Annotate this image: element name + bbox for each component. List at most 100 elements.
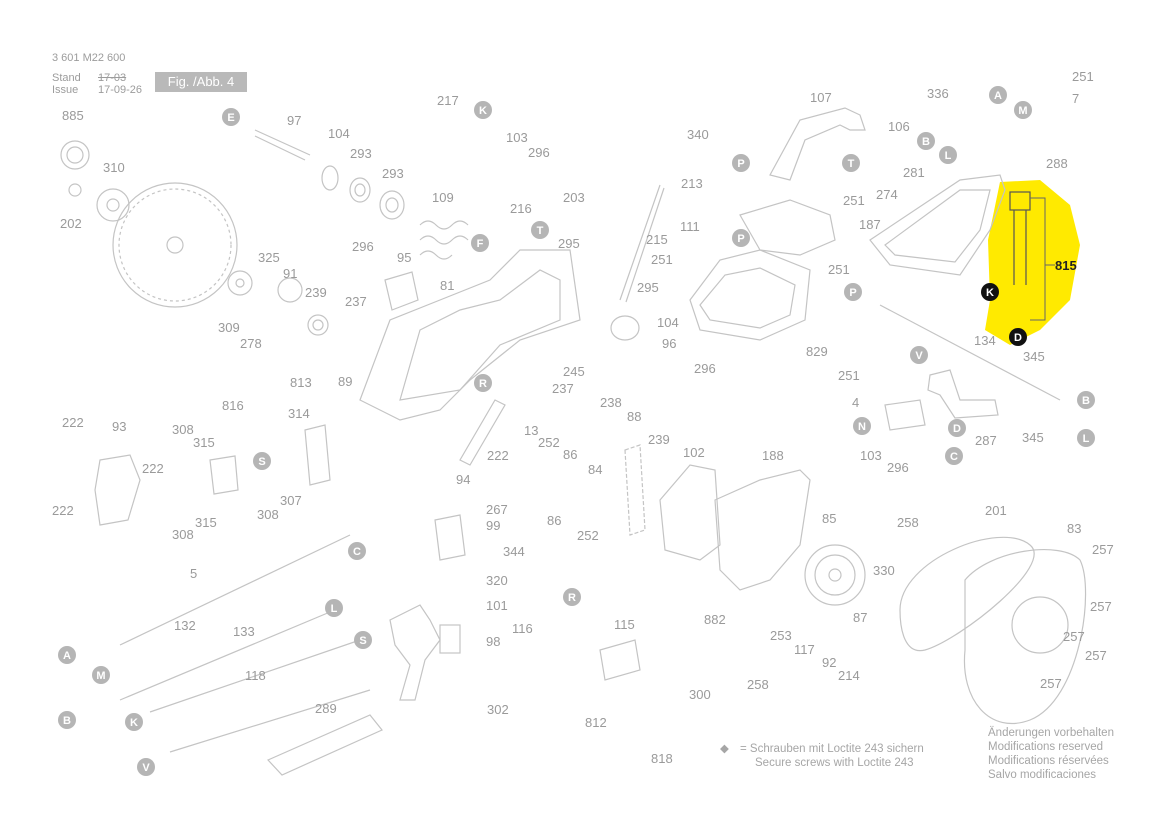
letter-circle: [844, 283, 862, 301]
part-number-label: 252: [538, 435, 560, 450]
part-number-label: 295: [558, 236, 580, 251]
letter-circle: [1077, 429, 1095, 447]
letter-circle: [1077, 391, 1095, 409]
part-number-label: 86: [547, 513, 561, 528]
part-number-label: 102: [683, 445, 705, 460]
part-number-label: 251: [1072, 69, 1094, 84]
letter-circle: [474, 101, 492, 119]
letter-circle: [917, 132, 935, 150]
letter-circle-label: E: [227, 112, 234, 124]
part-number-label: 251: [838, 368, 860, 383]
part-number-label: 281: [903, 165, 925, 180]
letter-circle: [222, 108, 240, 126]
letter-circle-label: T: [537, 225, 544, 237]
part-number-label: 296: [694, 361, 716, 376]
part-number-label: 92: [822, 655, 836, 670]
letter-circle-label: M: [1018, 105, 1027, 117]
footnote-line2: Secure screws with Loctite 243: [755, 757, 914, 769]
part-number-label: 239: [648, 432, 670, 447]
part-number-label: 257: [1040, 676, 1062, 691]
letter-circle-label: R: [479, 378, 487, 390]
part-number-label: 315: [195, 515, 217, 530]
part-number-label: 85: [822, 511, 836, 526]
part-number-label: 88: [627, 409, 641, 424]
part-number-label: 116: [512, 621, 533, 636]
part-number-label: 203: [563, 190, 585, 205]
issue-value: 17-09-26: [98, 84, 143, 96]
part-number-label: 187: [859, 217, 881, 232]
letter-circle: [92, 666, 110, 684]
part-number-label: 107: [810, 90, 832, 105]
part-number-label: 296: [528, 145, 550, 160]
part-number-label: 103: [506, 130, 528, 145]
letter-circle-label: K: [130, 717, 138, 729]
part-number-label: 315: [193, 435, 215, 450]
part-number-label: 258: [747, 677, 769, 692]
letter-circle-label: R: [568, 592, 576, 604]
part-number-label: 86: [563, 447, 577, 462]
stand-label: Stand: [52, 72, 81, 84]
figure-label: Fig. /Abb. 4: [155, 72, 247, 92]
part-number-label: 815: [1055, 258, 1077, 273]
part-number-label: 13: [524, 423, 538, 438]
disclaimer-de: Änderungen vorbehalten: [988, 727, 1114, 739]
part-number-label: 300: [689, 687, 711, 702]
letter-circle: [948, 419, 966, 437]
letter-circle: [531, 221, 549, 239]
part-number-label: 344: [503, 544, 525, 559]
part-number-label: 239: [305, 285, 327, 300]
part-number-label: 83: [1067, 521, 1081, 536]
part-number-label: 293: [382, 166, 404, 181]
part-number-label: 308: [257, 507, 279, 522]
letter-circle: [1014, 101, 1032, 119]
part-number-label: 816: [222, 398, 244, 413]
letter-circle-label: B: [922, 136, 930, 148]
part-number-label: 258: [897, 515, 919, 530]
letter-circle-label: C: [353, 546, 361, 558]
part-number-label: 253: [770, 628, 792, 643]
letter-circle-label: S: [258, 456, 265, 468]
letter-circle: [981, 283, 999, 301]
part-number-label: 320: [486, 573, 508, 588]
letter-circle-label: P: [737, 233, 744, 245]
letter-circle: [732, 229, 750, 247]
part-number-label: 96: [662, 336, 676, 351]
part-number-label: 829: [806, 344, 828, 359]
letter-circle: [137, 758, 155, 776]
part-number-label: 101: [486, 598, 508, 613]
letter-circle: [471, 234, 489, 252]
letter-circle-label: D: [953, 423, 961, 435]
letter-circle-label: K: [986, 287, 994, 299]
part-number-label: 91: [283, 266, 297, 281]
letter-circle: [58, 711, 76, 729]
part-number-label: 245: [563, 364, 585, 379]
part-number-label: 293: [350, 146, 372, 161]
part-number-label: 330: [873, 563, 895, 578]
letter-circle-label: S: [359, 635, 366, 647]
part-number-label: 222: [62, 415, 84, 430]
part-number-label: 134: [974, 333, 996, 348]
part-number-label: 109: [432, 190, 454, 205]
part-number-label: 885: [62, 108, 84, 123]
part-number-label: 340: [687, 127, 709, 142]
part-number-label: 813: [290, 375, 312, 390]
part-number-label: 115: [614, 617, 635, 632]
letter-circle-label: D: [1014, 332, 1022, 344]
letter-circle: [563, 588, 581, 606]
letter-circle-label: L: [331, 603, 338, 615]
issue-label: Issue: [52, 84, 79, 96]
part-number-label: 274: [876, 187, 898, 202]
part-number-label: 7: [1072, 91, 1079, 106]
part-number-label: 308: [172, 527, 194, 542]
part-number-label: 106: [888, 119, 910, 134]
letter-circle-label: V: [142, 762, 150, 774]
part-number-label: 257: [1085, 648, 1107, 663]
part-number-label: 201: [985, 503, 1007, 518]
part-number-label: 94: [456, 472, 470, 487]
letter-circle: [945, 447, 963, 465]
part-number-label: 103: [860, 448, 882, 463]
part-number-label: 5: [190, 566, 197, 581]
letter-circle-label: V: [915, 350, 923, 362]
